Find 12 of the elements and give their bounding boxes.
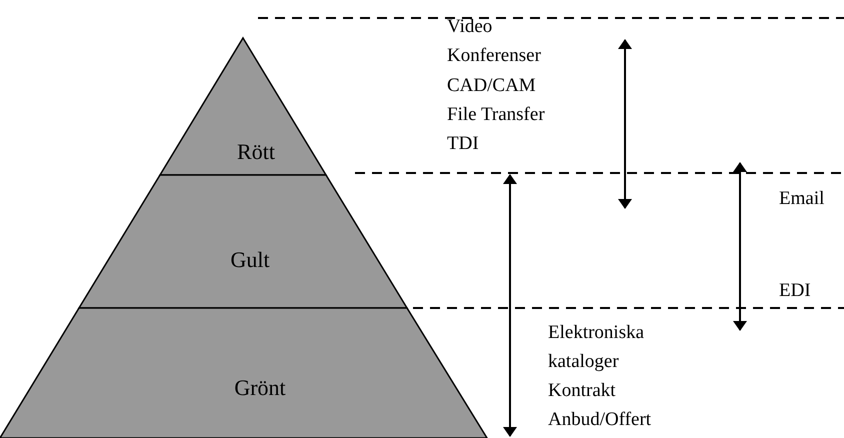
text-label: EDI (779, 279, 811, 303)
text-label: File Transfer (447, 103, 545, 127)
text-label: Video Konferenser (447, 15, 542, 68)
text-label: Email (779, 187, 824, 211)
tier-label: Gult (230, 247, 270, 273)
tier-label: Rött (237, 139, 275, 165)
tier-label: Grönt (234, 375, 286, 401)
text-label: TDI (447, 132, 479, 156)
text-label: Kontrakt (548, 379, 616, 403)
text-label: Anbud/Offert (548, 408, 652, 432)
text-label: Elektroniska kataloger (548, 321, 646, 374)
text-label: CAD/CAM (447, 74, 536, 98)
